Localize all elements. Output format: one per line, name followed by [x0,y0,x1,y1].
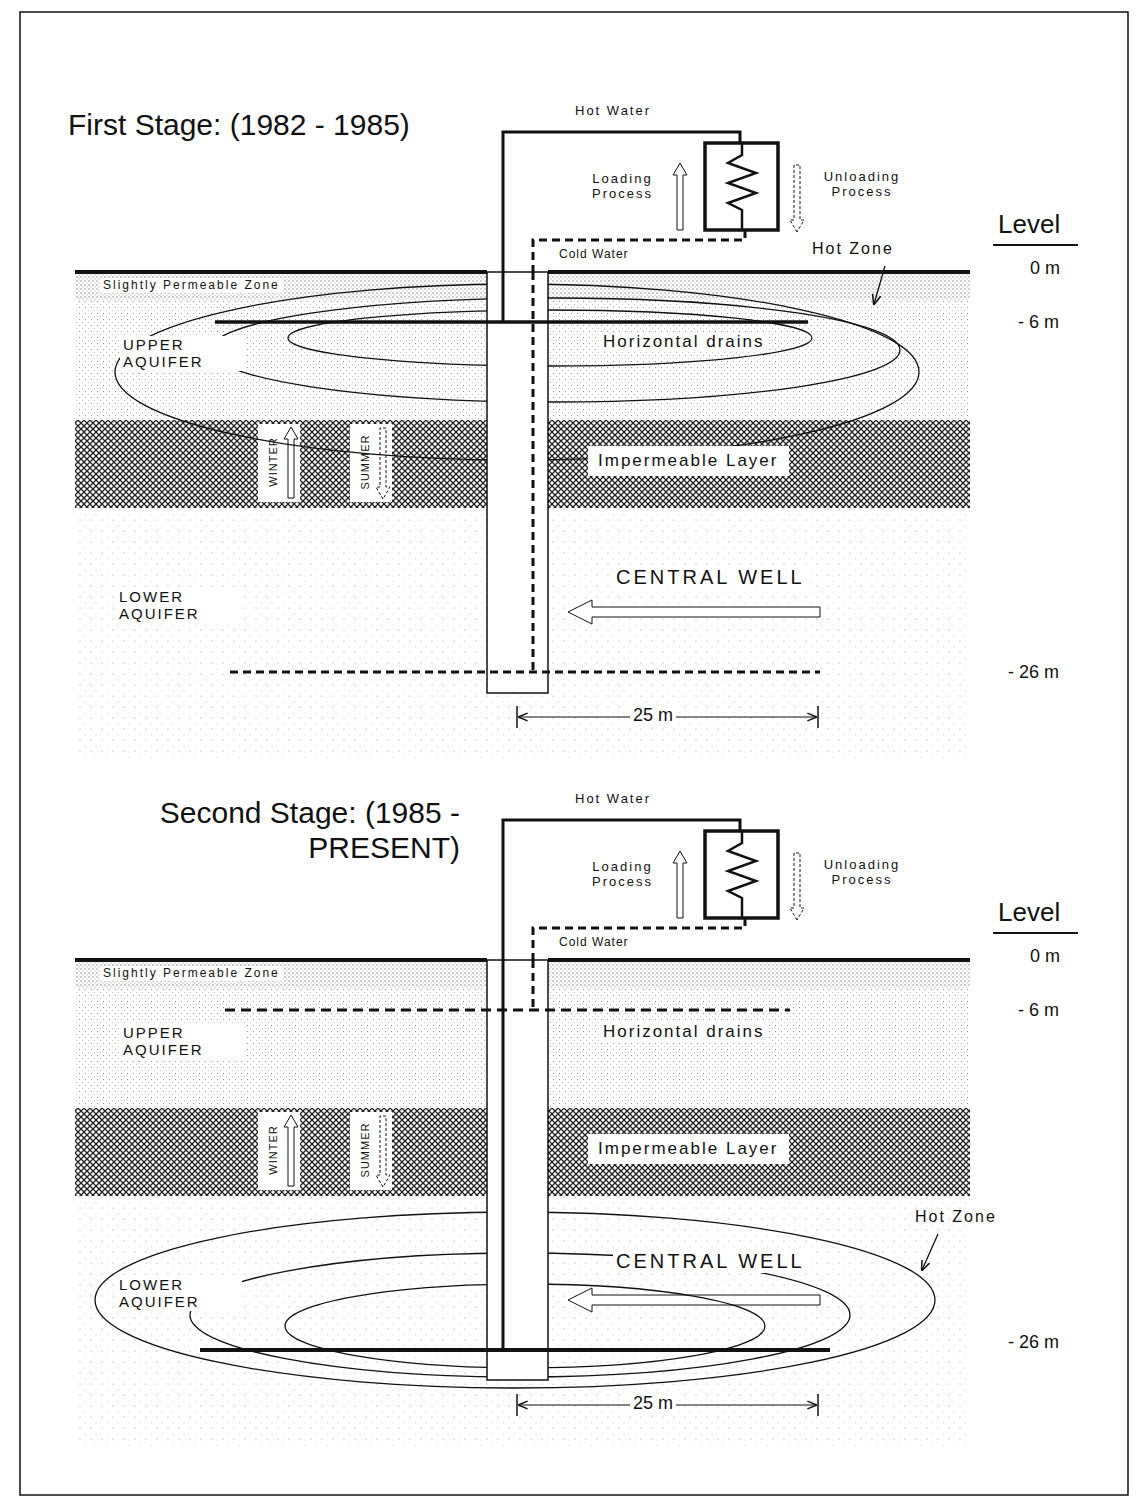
label: Slightly Permeable Zone [100,279,283,293]
label: CENTRAL WELL [613,566,808,589]
label: Cold Water [556,248,632,262]
label: - 6 m [1018,312,1059,333]
layer-band-label: Impermeable Layer [588,446,789,476]
label: Unloading Process [806,858,918,888]
layer-name: Impermeable Layer [598,1139,779,1159]
label: - 26 m [1008,662,1059,683]
layer-band-label: Impermeable Layer [588,1134,789,1164]
label: Unloading Process [806,170,918,200]
stage-heading: Second Stage: (1985 - PRESENT) [50,796,460,865]
label: 0 m [1030,946,1060,967]
label: LOWER AQUIFER [116,1276,242,1311]
label: - 26 m [1008,1332,1059,1353]
label: Hot Zone [812,240,894,258]
label: Hot Zone [915,1208,997,1226]
label: WINTER [267,437,280,486]
label: Hot Water [575,792,651,807]
label: UPPER AQUIFER [120,336,246,371]
label: Loading Process [575,172,670,202]
label: SUMMER [359,435,372,490]
label: Horizontal drains [600,1022,768,1042]
label: Loading Process [575,860,670,890]
layer-name: Impermeable Layer [598,451,779,471]
label: WINTER [267,1125,280,1174]
label: Cold Water [556,936,632,950]
label: 25 m [630,705,676,726]
label: Level [998,898,1060,928]
label: CENTRAL WELL [613,1250,808,1273]
label: Hot Water [575,104,651,119]
label: SUMMER [359,1123,372,1178]
label: 0 m [1030,258,1060,279]
label: LOWER AQUIFER [116,588,242,623]
label: - 6 m [1018,1000,1059,1021]
label: UPPER AQUIFER [120,1024,246,1059]
stage-heading: First Stage: (1982 - 1985) [68,108,410,143]
label: Level [998,210,1060,240]
label: Horizontal drains [600,332,768,352]
label: Slightly Permeable Zone [100,967,283,981]
label: 25 m [630,1393,676,1414]
